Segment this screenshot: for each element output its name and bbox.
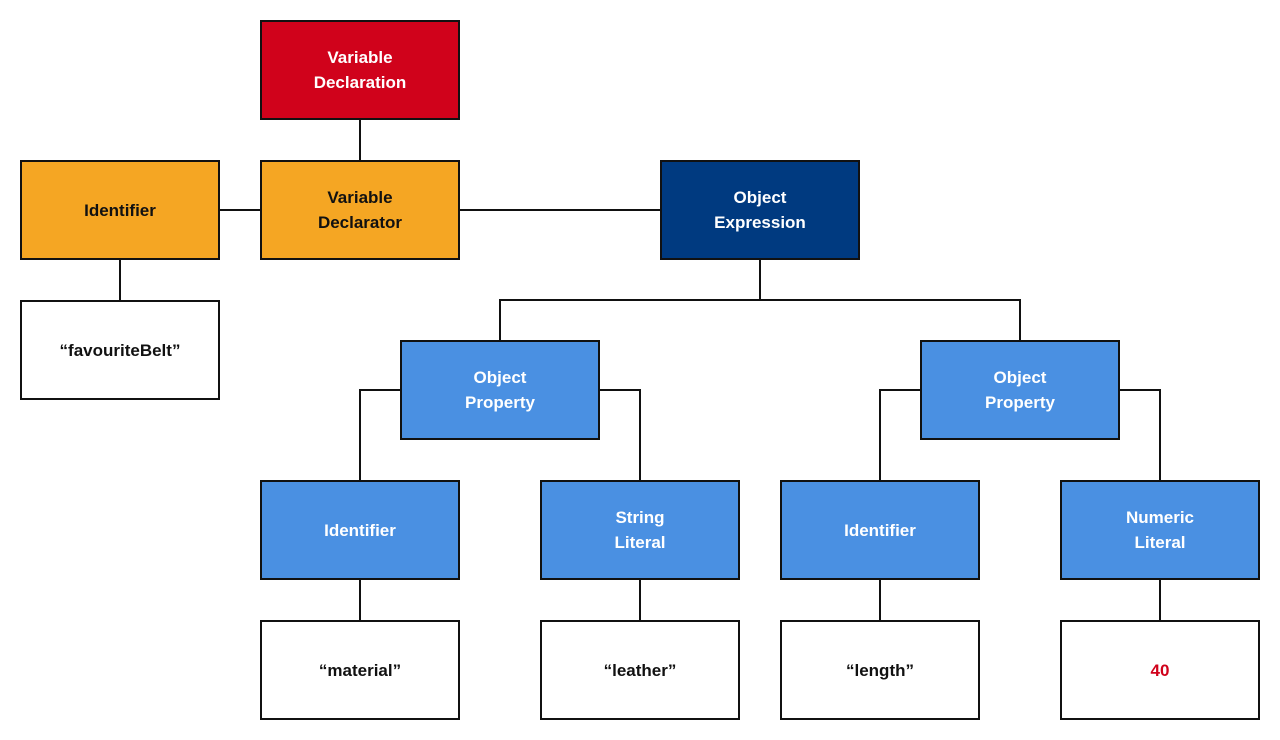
node-variable-declarator: Variable Declarator (260, 160, 460, 260)
node-label: 40 (1150, 660, 1170, 680)
node-variable-declaration: Variable Declaration (260, 20, 460, 120)
node-identifier-material: Identifier (260, 480, 460, 580)
node-label: Variable Declaration (313, 48, 407, 92)
node-value-40: 40 (1060, 620, 1260, 720)
node-label: “favouriteBelt” (59, 340, 181, 360)
node-label: Object Property (465, 368, 535, 412)
node-label: String Literal (614, 508, 666, 552)
node-label: Numeric Literal (1125, 508, 1195, 552)
node-numeric-literal: Numeric Literal (1060, 480, 1260, 580)
node-identifier-length: Identifier (780, 480, 980, 580)
node-label: Variable Declarator (317, 188, 403, 232)
node-label: Identifier (84, 200, 156, 220)
node-label: “leather” (603, 660, 677, 680)
node-label: Object Property (985, 368, 1055, 412)
node-string-literal: String Literal (540, 480, 740, 580)
node-value-leather: “leather” (540, 620, 740, 720)
node-value-material: “material” (260, 620, 460, 720)
node-object-property-2: Object Property (920, 340, 1120, 440)
node-identifier-root: Identifier (20, 160, 220, 260)
node-label: Identifier (324, 520, 396, 540)
node-value-length: “length” (780, 620, 980, 720)
node-label: “length” (846, 660, 914, 680)
node-object-property-1: Object Property (400, 340, 600, 440)
node-label: Object Expression (714, 188, 806, 232)
node-label: “material” (318, 660, 402, 680)
node-object-expression: Object Expression (660, 160, 860, 260)
node-value-favouritebelt: “favouriteBelt” (20, 300, 220, 400)
node-label: Identifier (844, 520, 916, 540)
